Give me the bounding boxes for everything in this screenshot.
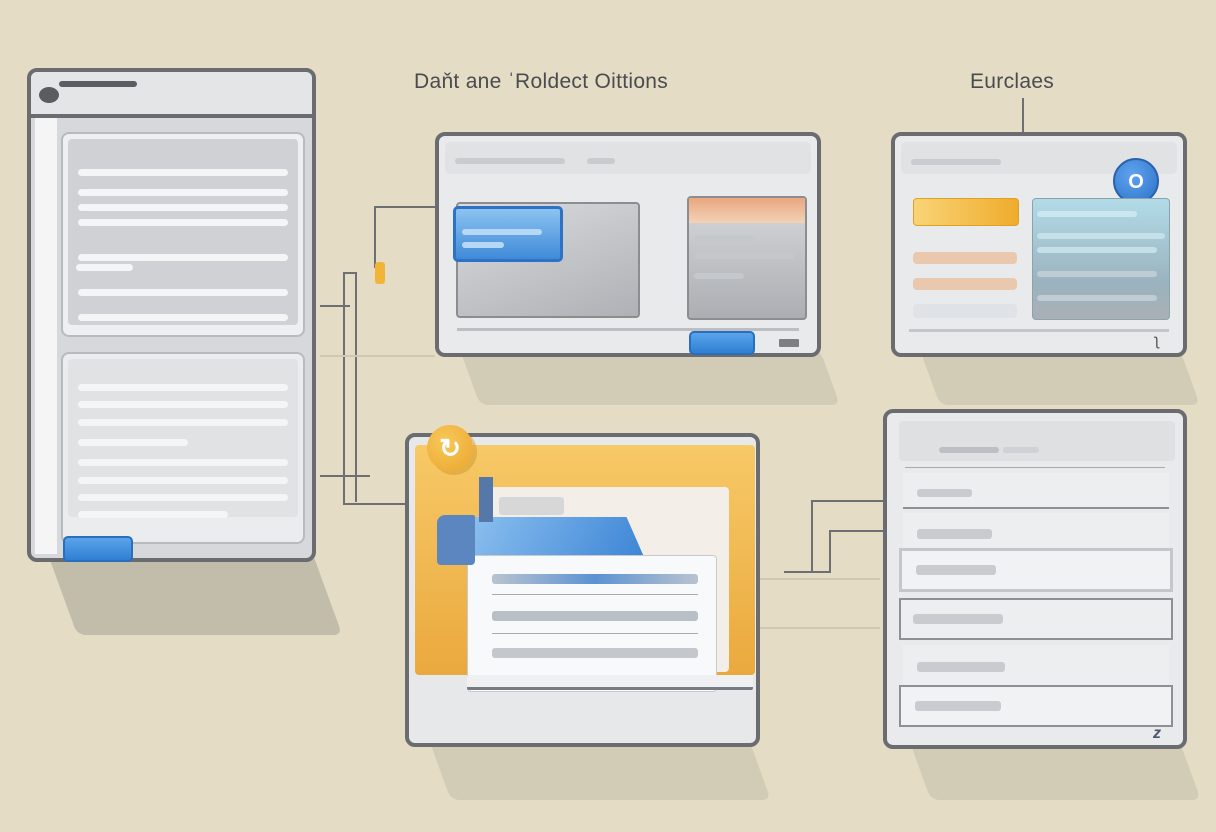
connector-line: [343, 272, 357, 274]
tray: [467, 675, 753, 690]
doc-line: [492, 648, 698, 658]
title-bar: [445, 142, 811, 174]
list-row[interactable]: [899, 598, 1173, 640]
guide-line: [760, 578, 880, 580]
folder-window[interactable]: ↻: [405, 425, 760, 747]
clip-icon: [437, 515, 475, 565]
dialog-window[interactable]: [435, 132, 821, 357]
connector-line: [829, 530, 831, 572]
option-item[interactable]: [913, 278, 1017, 290]
primary-button[interactable]: [63, 536, 133, 562]
doc-line: [492, 574, 698, 584]
shadow: [919, 350, 1201, 405]
front-document: [467, 555, 717, 692]
connector-line: [831, 530, 883, 532]
preview-pane-right: [687, 196, 807, 320]
connector-line: [374, 206, 436, 208]
confirm-button[interactable]: [689, 331, 755, 355]
connector-line: [811, 500, 813, 572]
selected-card[interactable]: [453, 206, 563, 262]
resize-grip-icon[interactable]: ʅ: [1155, 332, 1159, 349]
refresh-badge-icon[interactable]: ↻: [427, 425, 473, 471]
shadow: [909, 740, 1201, 800]
list-row[interactable]: [899, 685, 1173, 727]
notification-badge[interactable]: O: [1113, 158, 1159, 204]
title-placeholder: [911, 159, 1001, 165]
connector-line: [320, 305, 350, 307]
folder-tab: [469, 517, 644, 557]
page-indicator: z: [1153, 725, 1161, 742]
rows-window[interactable]: z: [883, 409, 1187, 749]
subtitle-placeholder: [587, 158, 615, 164]
app-logo-icon: [39, 87, 59, 103]
option-highlighted[interactable]: [913, 198, 1019, 226]
selected-item-bar: [76, 264, 133, 271]
details-pane: [1032, 198, 1170, 320]
content-panel-top: [61, 132, 305, 337]
sidebar-strip: [35, 118, 57, 554]
list-window[interactable]: [27, 68, 316, 562]
list-row[interactable]: [903, 645, 1169, 687]
shadow: [429, 740, 771, 800]
connector-line: [343, 503, 405, 505]
list-row[interactable]: [903, 473, 1169, 509]
guide-line: [320, 355, 435, 357]
diagram-label-eurclaes: Eurclaes: [970, 70, 1055, 93]
menu-icon[interactable]: [779, 339, 799, 347]
list-row-selected[interactable]: [899, 548, 1173, 592]
title-placeholder: [59, 81, 137, 87]
doc-line: [492, 611, 698, 621]
clip-post: [479, 477, 493, 522]
connector-line: [320, 475, 370, 477]
title-bar: [899, 421, 1175, 461]
connector-line: [355, 272, 357, 502]
option-item[interactable]: [913, 252, 1017, 264]
title-placeholder: [455, 158, 565, 164]
options-window[interactable]: O ʅ: [891, 132, 1187, 357]
option-item[interactable]: [913, 304, 1017, 318]
list-row[interactable]: [903, 513, 1169, 549]
content-panel-bottom: [61, 352, 305, 544]
diagram-label-options: Daňt ane ˈRoldect Oittions: [414, 70, 669, 93]
connector-line: [343, 272, 345, 504]
title-bar: [31, 72, 312, 118]
connector-clip-icon: [375, 262, 385, 284]
shadow: [459, 350, 841, 405]
connector-line: [811, 500, 883, 502]
connector-line: [374, 206, 376, 268]
connector-line: [1022, 98, 1024, 132]
guide-line: [760, 627, 880, 629]
connector-line: [784, 571, 831, 573]
